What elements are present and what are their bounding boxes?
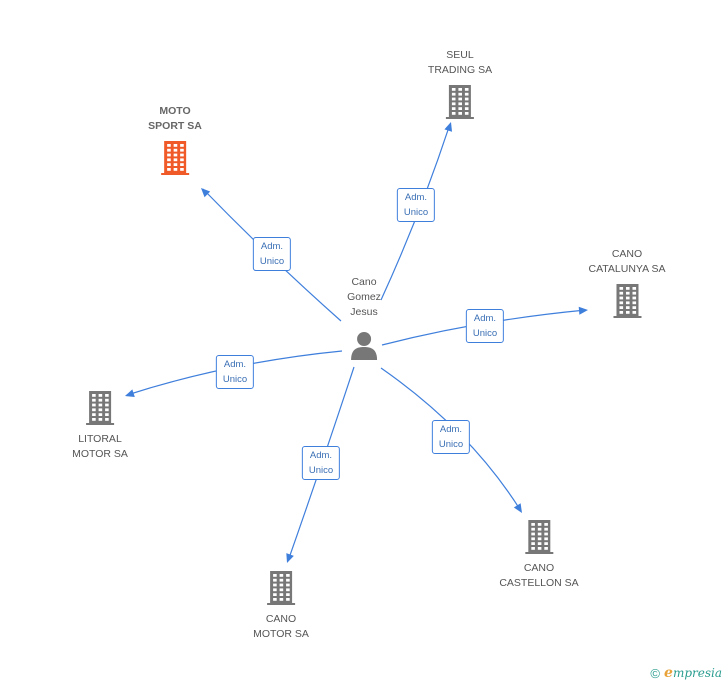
building-icon <box>86 391 114 425</box>
brand-initial: e <box>664 665 673 681</box>
company-name: LITORAL MOTOR SA <box>72 433 128 460</box>
building-icon <box>613 284 641 318</box>
building-icon <box>161 141 189 175</box>
copyright-symbol: © <box>650 665 661 681</box>
company-node-litoral-motor[interactable]: LITORAL MOTOR SA <box>72 390 128 462</box>
company-name: CANO MOTOR SA <box>253 613 309 640</box>
building-icon <box>446 85 474 119</box>
arrowhead-seul-trading <box>444 122 453 132</box>
arrowhead-cano-castellon <box>513 503 522 513</box>
relation-label-cano-motor[interactable]: Adm. Unico <box>301 446 341 480</box>
relation-label-cano-catalunya[interactable]: Adm. Unico <box>465 309 505 343</box>
brand-rest: mpresia <box>672 666 722 680</box>
relation-label-litoral-motor[interactable]: Adm. Unico <box>215 355 255 389</box>
company-node-cano-motor[interactable]: CANO MOTOR SA <box>253 570 309 642</box>
company-node-cano-catalunya[interactable]: CANO CATALUNYA SA <box>588 247 666 319</box>
company-node-seul-trading[interactable]: SEUL TRADING SA <box>428 48 492 120</box>
company-name: CANO CATALUNYA SA <box>588 248 666 275</box>
relation-label-moto-sport[interactable]: Adm. Unico <box>252 237 292 271</box>
person-node[interactable]: Cano Gomez Jesus <box>347 275 381 360</box>
company-name: CANO CASTELLON SA <box>499 562 579 589</box>
person-name: Cano Gomez Jesus <box>347 276 381 318</box>
building-icon <box>267 571 295 605</box>
arrowhead-cano-motor <box>286 553 294 563</box>
brand-logo: empresia <box>664 665 722 681</box>
company-node-cano-castellon[interactable]: CANO CASTELLON SA <box>499 519 579 591</box>
company-node-moto-sport[interactable]: MOTO SPORT SA <box>148 104 202 176</box>
arrowhead-litoral-motor <box>125 389 135 398</box>
company-name: MOTO SPORT SA <box>148 105 202 132</box>
building-icon <box>525 520 553 554</box>
empresia-watermark: © empresia <box>650 665 722 681</box>
person-icon <box>351 332 377 360</box>
arrowhead-moto-sport <box>201 188 211 198</box>
relation-label-seul-trading[interactable]: Adm. Unico <box>396 188 436 222</box>
company-name: SEUL TRADING SA <box>427 49 493 76</box>
relation-label-cano-castellon[interactable]: Adm. Unico <box>431 420 471 454</box>
arrowhead-cano-catalunya <box>578 306 588 315</box>
